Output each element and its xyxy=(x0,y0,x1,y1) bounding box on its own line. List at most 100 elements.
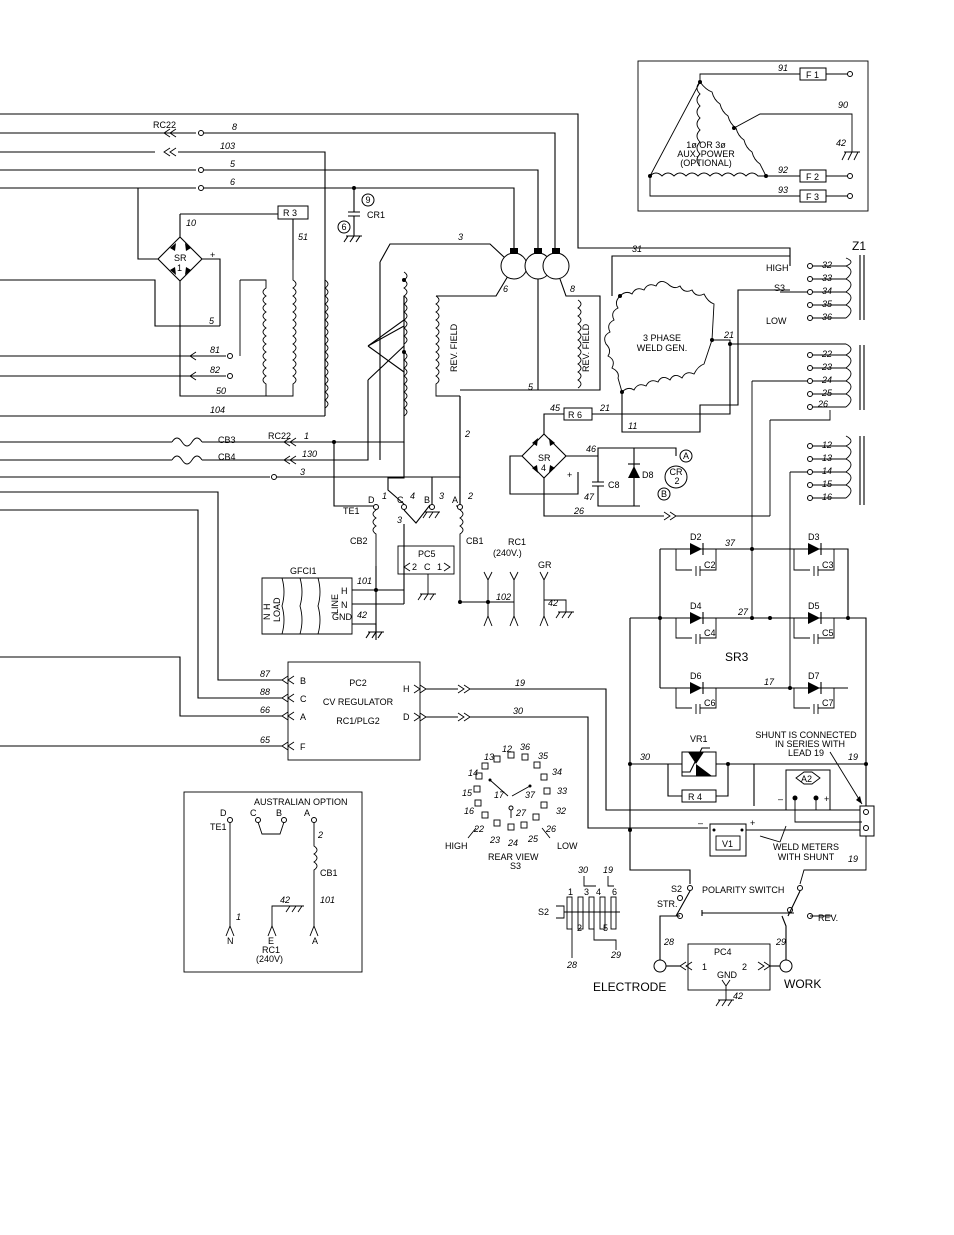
gfci-h-left: H xyxy=(262,604,272,611)
shunt-note-1: SHUNT IS CONNECTED xyxy=(755,730,857,740)
te1-section: TE1 D 1 C 4 B 3 A 2 3 CB2 CB1 PC5 2 C 1 … xyxy=(343,442,574,640)
polarity-title: POLARITY SWITCH xyxy=(702,885,784,895)
cr2-circle-b: B xyxy=(661,489,667,499)
sr4-plus: + xyxy=(567,470,572,480)
gfci-gnd: GND xyxy=(332,612,353,622)
pc2-title-1: PC2 xyxy=(349,678,367,688)
z1-tap-26: 26 xyxy=(817,399,828,409)
polarity-lead-29: 29 xyxy=(775,937,786,947)
te1-lead3b: 3 xyxy=(397,515,402,525)
wire-90-label: 90 xyxy=(838,100,848,110)
australian-title: AUSTRALIAN OPTION xyxy=(254,797,348,807)
aux-delta-winding-left xyxy=(649,81,701,177)
diode-d3-label: D3 xyxy=(808,532,820,542)
wire-6-label: 6 xyxy=(230,177,235,187)
wire-1-label: 1 xyxy=(304,431,309,441)
cb1-label: CB1 xyxy=(466,536,484,546)
pc2-lead-19: 19 xyxy=(515,678,525,688)
diode-d7-label: D7 xyxy=(808,671,820,681)
pc2-pin-f: F xyxy=(300,742,306,752)
s2-bottom-lead-29: 29 xyxy=(610,950,621,960)
gfci-h-right: H xyxy=(341,586,348,596)
diode-d6-label: D6 xyxy=(690,671,702,681)
s3-pos-15: 15 xyxy=(462,788,473,798)
cb2-label: CB2 xyxy=(350,536,368,546)
pc2-title-3: RC1/PLG2 xyxy=(336,716,380,726)
resistor-r6-label: R 6 xyxy=(568,410,582,420)
pc2-lead-65: 65 xyxy=(260,735,271,745)
te1-lead-1: 1 xyxy=(382,491,387,501)
z1-tap-22: 22 xyxy=(821,349,832,359)
resistor-r4 xyxy=(681,789,717,803)
gfci-n-left: N xyxy=(262,614,272,621)
z1-tap-32: 32 xyxy=(822,260,832,270)
resistor-r4-label: R 4 xyxy=(688,792,702,802)
australian-te1: TE1 xyxy=(210,822,227,832)
z1-label: Z1 xyxy=(852,239,866,253)
weld-gen-title-1: 3 PHASE xyxy=(643,333,681,343)
z1-tap-13: 13 xyxy=(822,453,832,463)
wire-81-label: 81 xyxy=(210,345,220,355)
pc2-lead-88: 88 xyxy=(260,687,270,697)
weld-meters-2: WITH SHUNT xyxy=(778,852,835,862)
sr3-label: SR3 xyxy=(725,650,749,664)
aux-title-1: 1ø OR 3ø xyxy=(686,140,726,150)
pc2-lead-66: 66 xyxy=(260,705,270,715)
te1-lead-2: 2 xyxy=(467,491,473,501)
shunt-lead-19: 19 xyxy=(848,854,858,864)
pc5-pin-1: 1 xyxy=(437,562,442,572)
rc1-label-b: (240V.) xyxy=(493,548,522,558)
field-lead-3-label: 3 xyxy=(458,232,463,242)
pc4-pin-1: 1 xyxy=(702,962,707,972)
aux-delta-winding-right xyxy=(699,81,767,177)
s3-name: S3 xyxy=(510,861,521,871)
australian-rc1-a: RC1 xyxy=(262,945,280,955)
australian-option-section: AUSTRALIAN OPTION TE1 D C B A 1 N 2 CB1 … xyxy=(183,791,363,973)
field-section: 3 6 REV. FIELD 5 8 REV. FIELD 2 xyxy=(367,232,601,507)
wire-5-label: 5 xyxy=(230,159,236,169)
s3-pos-27: 27 xyxy=(515,808,527,818)
cap-c5-label: C5 xyxy=(822,628,834,638)
z1-tap-14: 14 xyxy=(822,466,832,476)
pc2-title-2: CV REGULATOR xyxy=(323,697,394,707)
aux-power-section: F 1 91 90 42 F 2 92 F 3 93 1ø OR 3ø AUX.… xyxy=(637,60,869,212)
s3-pos-17: 17 xyxy=(494,790,505,800)
wire-10-label: 10 xyxy=(186,218,196,228)
gfci-n-right: N xyxy=(341,600,348,610)
te1-pin-b: B xyxy=(424,495,430,505)
z1-tap-16: 16 xyxy=(822,492,832,502)
rc22-top-label: RC22 xyxy=(153,120,176,130)
z1-tap-35: 35 xyxy=(822,299,833,309)
electrode-label: ELECTRODE xyxy=(593,980,666,994)
australian-lead-2: 2 xyxy=(317,830,323,840)
z1-high: HIGH xyxy=(766,263,789,273)
pc5-label: PC5 xyxy=(418,549,436,559)
pc5-pin-2: 2 xyxy=(412,562,417,572)
polarity-rev: REV. xyxy=(818,913,838,923)
australian-pin-c: C xyxy=(250,808,257,818)
cap-c3-label: C3 xyxy=(822,560,834,570)
te1-pin-c: C xyxy=(397,495,404,505)
lead-102: 102 xyxy=(496,592,511,602)
wire-42-label: 42 xyxy=(836,138,846,148)
aux-title-2: AUX. POWER xyxy=(677,149,735,159)
s3-high: HIGH xyxy=(445,841,468,851)
polarity-lead-28: 28 xyxy=(663,937,674,947)
field-lead-8-label: 8 xyxy=(570,284,575,294)
s3-pos-32: 32 xyxy=(556,806,566,816)
pc4-lead-42: 42 xyxy=(733,991,743,1001)
rev-field-2: REV. FIELD xyxy=(581,323,591,372)
ammeter-plus: + xyxy=(824,794,829,804)
sr4-lead-26: 26 xyxy=(573,506,584,516)
field-lead-6-label: 6 xyxy=(503,284,508,294)
gr-lead-42: 42 xyxy=(548,598,558,608)
s3-pos-16: 16 xyxy=(464,806,474,816)
z1-low: LOW xyxy=(766,316,787,326)
field-lead-5-label: 5 xyxy=(528,382,534,392)
cap-c2-label: C2 xyxy=(704,560,716,570)
z1-tap-33: 33 xyxy=(822,273,832,283)
wire-51-label: 51 xyxy=(298,232,308,242)
s2-pin-2: 2 xyxy=(577,923,582,933)
diode-d2: D2 xyxy=(690,532,704,555)
